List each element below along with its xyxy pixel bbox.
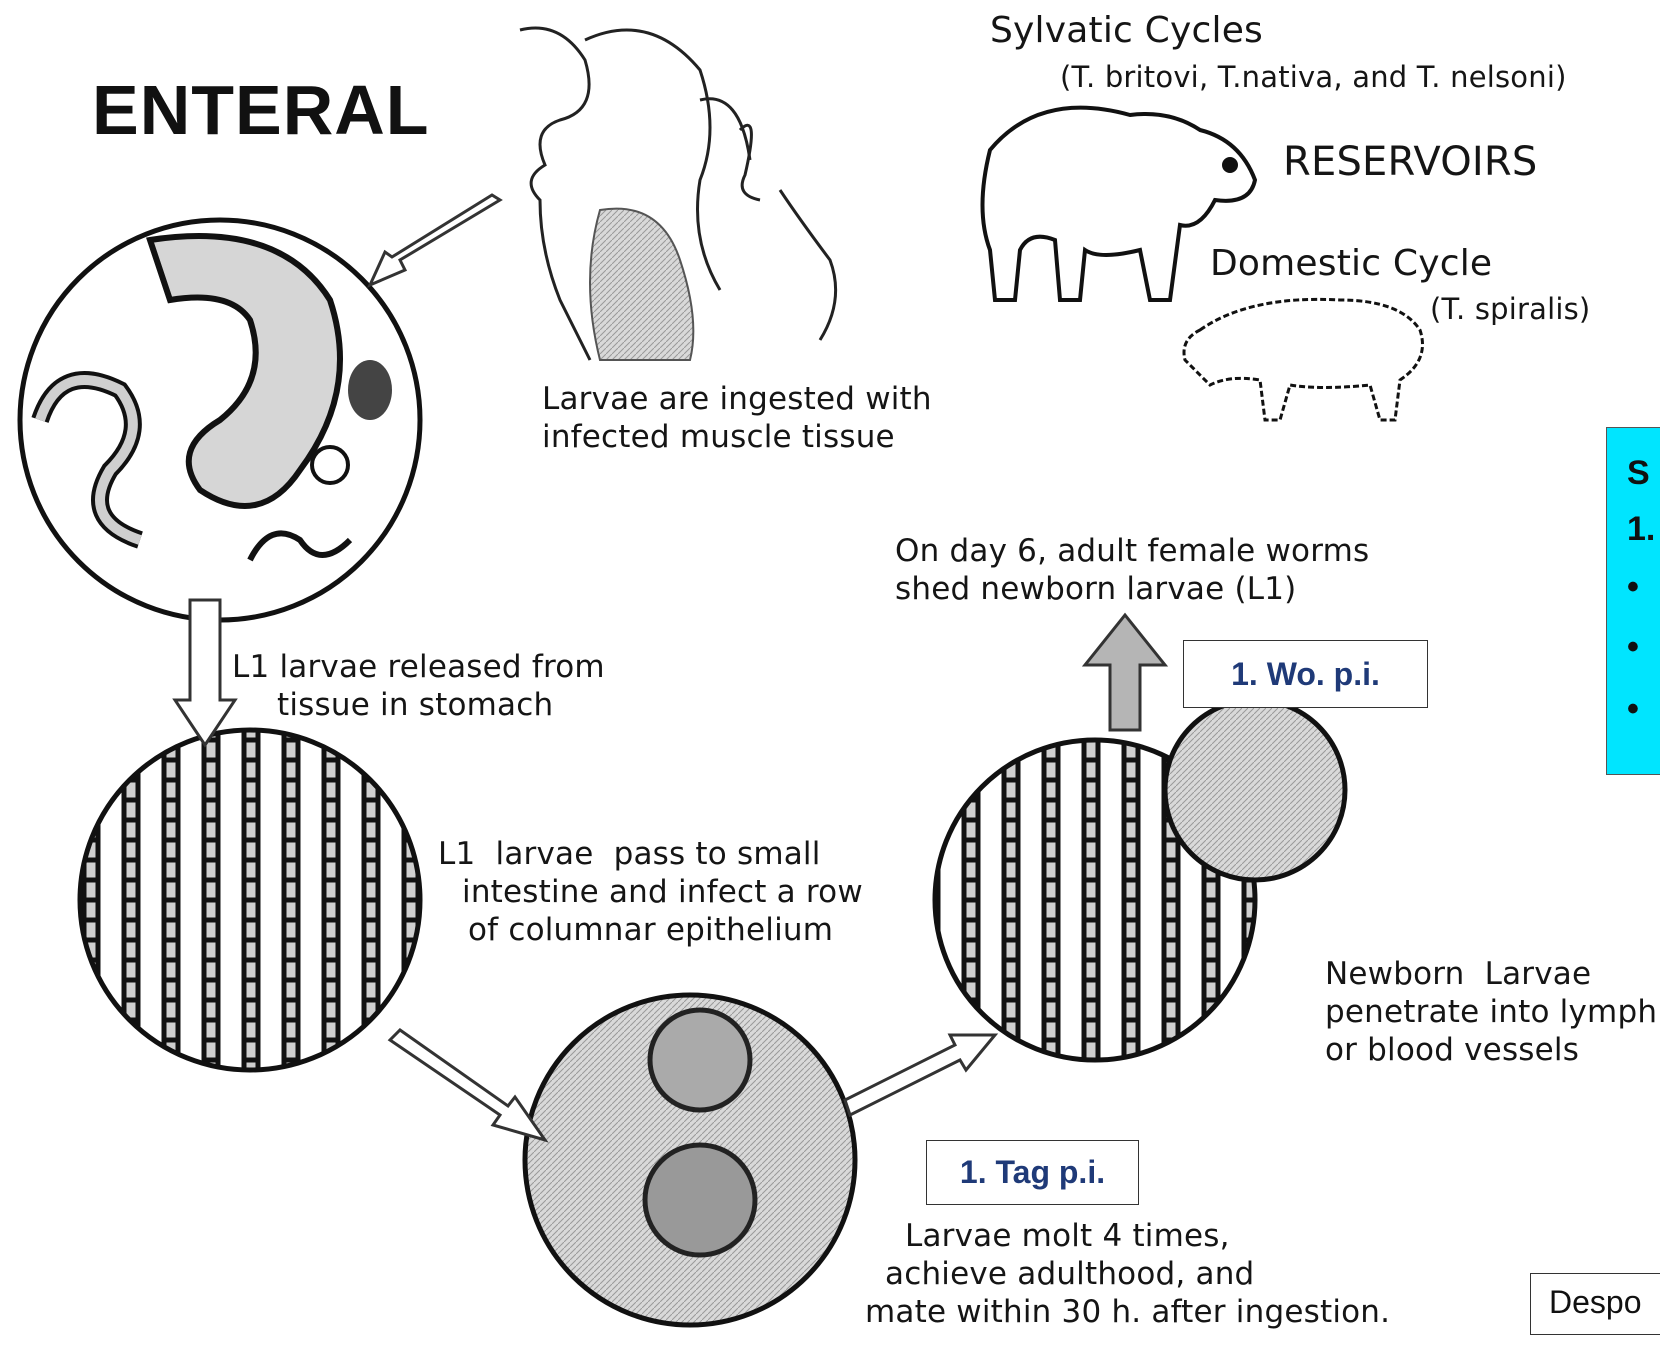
arrow-head-to-stomach — [370, 195, 500, 285]
side-box-bullet: • — [1627, 690, 1639, 729]
label-day-pi: 1. Tag p.i. — [926, 1140, 1139, 1205]
caption-ingested: Larvae are ingested with infected muscle… — [542, 380, 932, 456]
footer-source-box: Despo — [1530, 1273, 1660, 1335]
small-intestine-circle — [80, 730, 420, 1070]
footer-source-text: Despo — [1549, 1284, 1642, 1321]
side-box-line2: 1. — [1627, 510, 1655, 549]
label-week-pi: 1. Wo. p.i. — [1183, 640, 1428, 708]
pig-icon — [1184, 299, 1423, 420]
reservoirs-label: RESERVOIRS — [1283, 143, 1537, 181]
sylvatic-species: (T. britovi, T.nativa, and T. nelsoni) — [1060, 58, 1567, 96]
caption-newborn: Newborn Larvae penetrate into lymph or b… — [1325, 955, 1657, 1069]
stomach-circle — [20, 220, 420, 620]
caption-intestine: L1 larvae pass to small intestine and in… — [438, 835, 863, 949]
domestic-heading: Domestic Cycle — [1210, 245, 1492, 283]
caption-released: L1 larvae released from tissue in stomac… — [232, 648, 605, 724]
domestic-species: (T. spiralis) — [1430, 290, 1590, 328]
newborn-larvae-circle — [935, 700, 1345, 1060]
side-box-bullet: • — [1627, 568, 1639, 607]
caption-molt: Larvae molt 4 times, achieve adulthood, … — [865, 1217, 1390, 1331]
adult-worms-circle — [525, 995, 855, 1325]
throat-shading — [590, 209, 693, 360]
arrow-up-shed — [1085, 615, 1165, 730]
sylvatic-heading: Sylvatic Cycles — [990, 12, 1263, 50]
diagram-title: ENTERAL — [92, 70, 430, 150]
side-info-box: S 1. • • • — [1606, 427, 1660, 775]
arrow-intestine-to-worms — [390, 1030, 545, 1140]
side-box-bullet: • — [1627, 628, 1639, 667]
arrow-worms-to-newborn — [845, 1035, 995, 1115]
side-box-line1: S — [1627, 454, 1650, 493]
caption-day6: On day 6, adult female worms shed newbor… — [895, 532, 1369, 608]
